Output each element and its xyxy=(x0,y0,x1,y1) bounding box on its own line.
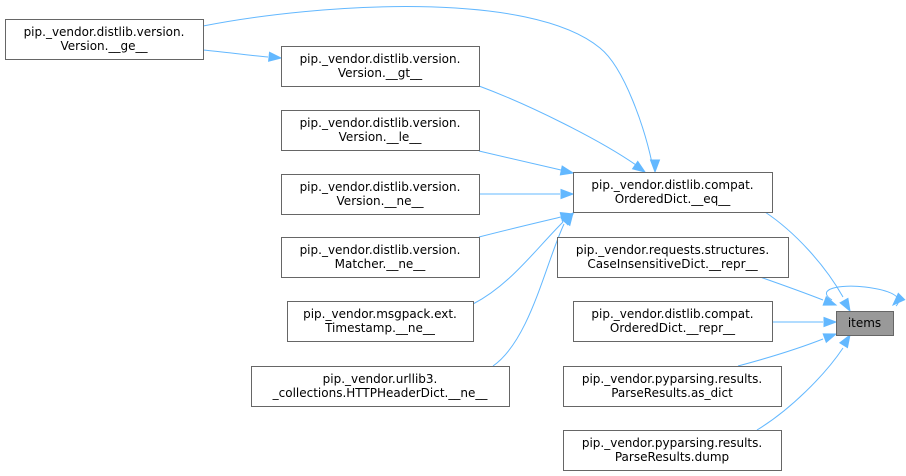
node-box xyxy=(281,110,480,151)
node-label-line: Matcher.__ne__ xyxy=(335,257,427,271)
edge-od_repr-to-items xyxy=(772,316,838,328)
node-version_gt[interactable]: pip._vendor.distlib.version.Version.__gt… xyxy=(281,46,480,87)
edge-items-to-items xyxy=(825,285,906,307)
node-matcher_ne[interactable]: pip._vendor.distlib.version.Matcher.__ne… xyxy=(281,237,480,278)
node-version_ne[interactable]: pip._vendor.distlib.version.Version.__ne… xyxy=(281,174,480,215)
node-label-line: Version.__gt__ xyxy=(338,66,423,80)
edge-arrowhead xyxy=(561,211,574,227)
edge-line xyxy=(478,216,562,238)
node-box xyxy=(5,19,204,60)
node-label-line: Version.__ge__ xyxy=(61,39,149,53)
edge-arrowhead xyxy=(268,51,283,62)
node-pr_as_dict[interactable]: pip._vendor.pyparsing.results.ParseResul… xyxy=(563,366,782,407)
edge-arrowhead xyxy=(891,292,906,307)
node-label-line: pip._vendor.distlib.version. xyxy=(24,25,185,39)
edge-arrowhead xyxy=(839,297,851,313)
node-label-line: Timestamp.__ne__ xyxy=(324,321,436,335)
node-box xyxy=(281,174,480,215)
node-label-line: pip._vendor.distlib.version. xyxy=(300,52,461,66)
edge-line xyxy=(825,285,899,307)
edge-line xyxy=(202,49,269,58)
node-label-line: items xyxy=(848,316,881,330)
edge-matcher_ne-to-od_eq xyxy=(478,211,575,238)
node-timestamp_ne[interactable]: pip._vendor.msgpack.ext.Timestamp.__ne__ xyxy=(287,301,474,342)
edge-version_ne-to-od_eq xyxy=(478,188,575,200)
node-label-line: pip._vendor.pyparsing.results. xyxy=(582,372,762,386)
nodes-layer: itemspip._vendor.distlib.compat.OrderedD… xyxy=(5,19,894,471)
edge-line xyxy=(756,347,844,431)
node-cid_repr[interactable]: pip._vendor.requests.structures.CaseInse… xyxy=(557,237,789,278)
node-label-line: pip._vendor.distlib.compat. xyxy=(591,307,753,321)
edge-version_gt-to-od_eq xyxy=(478,85,647,173)
edge-version_ge-to-version_gt xyxy=(202,49,283,62)
node-box xyxy=(281,46,480,87)
node-label-line: pip._vendor.urllib3. xyxy=(323,372,438,386)
node-httpheader_ne[interactable]: pip._vendor.urllib3._collections.HTTPHea… xyxy=(251,366,510,407)
edge-arrowhead xyxy=(822,295,838,306)
node-label-line: pip._vendor.distlib.version. xyxy=(300,116,461,130)
node-items: items xyxy=(836,311,894,336)
node-box xyxy=(573,301,773,342)
node-version_le[interactable]: pip._vendor.distlib.version.Version.__le… xyxy=(281,110,480,151)
node-label-line: _collections.HTTPHeaderDict.__ne__ xyxy=(272,386,489,400)
node-label-line: pip._vendor.pyparsing.results. xyxy=(582,436,762,450)
edge-version_ge-to-od_eq xyxy=(202,6,661,174)
node-label-line: CaseInsensitiveDict.__repr__ xyxy=(587,257,758,271)
node-label-line: ParseResults.as_dict xyxy=(611,386,733,400)
edge-arrowhead xyxy=(822,333,838,344)
node-box xyxy=(573,172,773,213)
node-label-line: Version.__ne__ xyxy=(337,194,425,208)
node-label-line: pip._vendor.distlib.version. xyxy=(300,180,461,194)
edge-arrowhead xyxy=(649,159,661,174)
node-box xyxy=(281,237,480,278)
node-label-line: pip._vendor.distlib.compat. xyxy=(591,178,753,192)
node-label-line: ParseResults.dump xyxy=(615,450,729,464)
node-box xyxy=(836,311,894,336)
edge-line xyxy=(759,276,824,301)
edge-arrowhead xyxy=(823,316,838,328)
edge-line xyxy=(478,150,562,171)
node-label-line: OrderedDict.__eq__ xyxy=(615,192,732,206)
edges-layer xyxy=(202,6,906,431)
node-box xyxy=(557,237,789,278)
node-label-line: OrderedDict.__repr__ xyxy=(610,321,736,335)
node-box xyxy=(563,430,782,471)
node-box xyxy=(287,301,474,342)
edge-arrowhead xyxy=(631,160,647,173)
edge-line xyxy=(492,223,565,367)
node-label-line: pip._vendor.distlib.version. xyxy=(300,243,461,257)
edge-line xyxy=(202,6,653,164)
node-pr_dump[interactable]: pip._vendor.pyparsing.results.ParseResul… xyxy=(563,430,782,471)
edge-arrowhead xyxy=(560,188,575,200)
edge-cid_repr-to-items xyxy=(759,276,838,306)
node-label-line: Version.__le__ xyxy=(339,130,423,144)
node-od_eq[interactable]: pip._vendor.distlib.compat.OrderedDict._… xyxy=(573,172,773,213)
edge-httpheader_ne-to-od_eq xyxy=(492,211,574,367)
edge-pr_as_dict-to-items xyxy=(737,333,838,367)
edge-version_le-to-od_eq xyxy=(478,150,575,176)
edge-arrowhead xyxy=(838,333,851,349)
node-label-line: pip._vendor.requests.structures. xyxy=(576,243,769,257)
node-version_ge[interactable]: pip._vendor.distlib.version.Version.__ge… xyxy=(5,19,204,60)
node-od_repr[interactable]: pip._vendor.distlib.compat.OrderedDict._… xyxy=(573,301,773,342)
edge-arrowhead xyxy=(559,165,575,176)
edge-line xyxy=(737,338,824,367)
node-label-line: pip._vendor.msgpack.ext. xyxy=(303,307,457,321)
edge-line xyxy=(472,221,564,305)
node-box xyxy=(251,366,510,407)
edge-line xyxy=(478,85,637,166)
node-box xyxy=(563,366,782,407)
edge-pr_dump-to-items xyxy=(756,333,851,431)
